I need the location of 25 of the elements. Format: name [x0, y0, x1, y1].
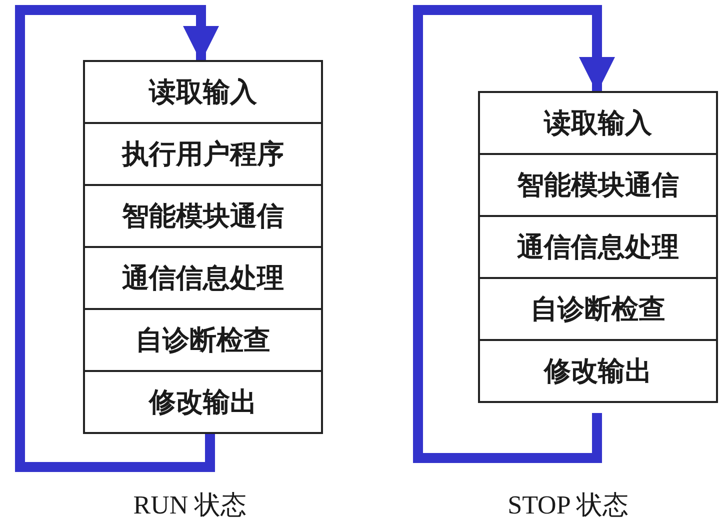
state-caption: STOP 状态	[508, 490, 628, 522]
step-box	[83, 184, 323, 248]
step-box	[83, 60, 323, 124]
step-label: 修改输出	[544, 354, 652, 388]
step-label: 执行用户程序	[122, 138, 284, 171]
step-label: 自诊断检查	[530, 292, 666, 326]
step-box	[478, 91, 718, 155]
loop-arrow	[413, 5, 615, 463]
step-box	[83, 122, 323, 186]
step-label: 自诊断检查	[136, 324, 270, 357]
step-box	[83, 246, 323, 310]
step-box	[478, 339, 718, 403]
state-caption: RUN 状态	[133, 490, 247, 522]
step-label: 读取输入	[544, 106, 652, 140]
step-label: 智能模块通信	[517, 168, 679, 202]
step-label: 读取输入	[149, 76, 257, 109]
step-label: 通信信息处理	[122, 262, 284, 295]
step-box	[83, 308, 323, 372]
step-label: 修改输出	[149, 386, 257, 419]
step-box	[478, 153, 718, 217]
step-label: 智能模块通信	[122, 200, 284, 233]
step-label: 通信信息处理	[517, 230, 679, 264]
step-box	[83, 370, 323, 434]
step-box	[478, 215, 718, 279]
step-box	[478, 277, 718, 341]
